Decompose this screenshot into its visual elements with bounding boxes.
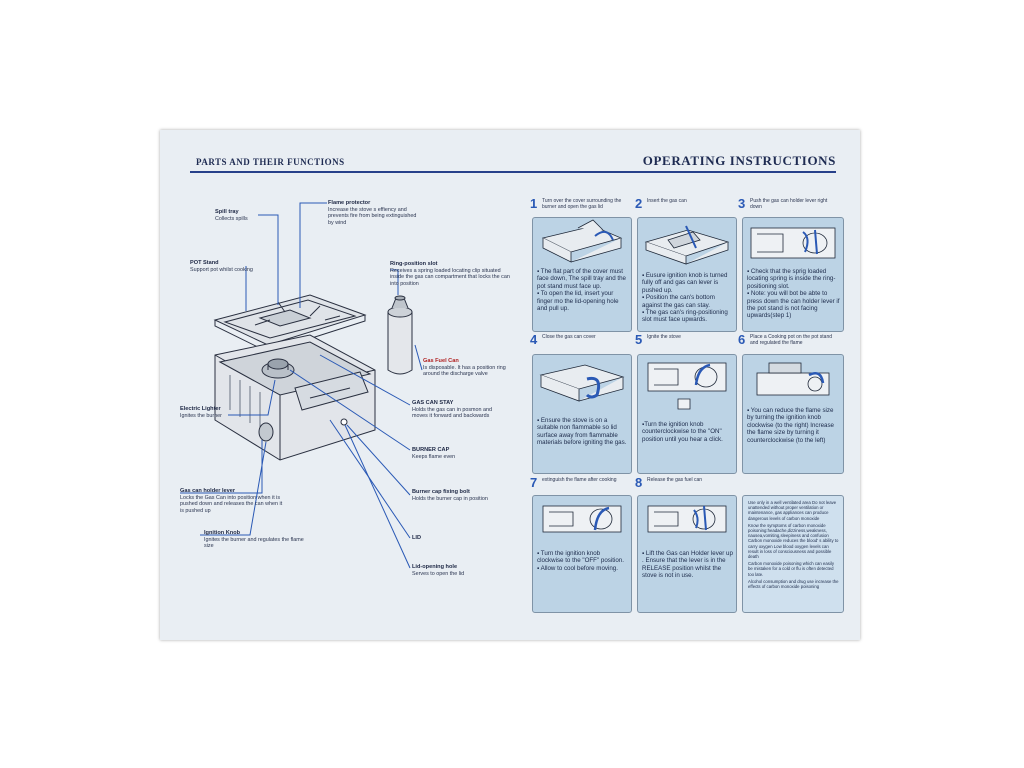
step-2-panel: ▪ Eusure ignition knob is turned fully o…	[637, 217, 737, 332]
step-8-panel: ▪ Lift the Gas can Holder lever up . Ens…	[637, 495, 737, 613]
step-4-panel: ▪ Ensure the stove is on a suitable non …	[532, 354, 632, 474]
step-5-panel: ▪Turn the ignition knob counterclockwise…	[637, 354, 737, 474]
step-8-illustration	[647, 505, 727, 533]
step-6-panel: ▪ You can reduce the flame size by turni…	[742, 354, 844, 474]
step-3-illustration	[750, 227, 836, 259]
part-lid: LID	[412, 535, 422, 541]
step-4-illustration	[539, 364, 625, 402]
parts-header: PARTS AND THEIR FUNCTIONS	[196, 157, 345, 167]
manual-sheet: PARTS AND THEIR FUNCTIONS OPERATING INST…	[160, 130, 860, 640]
step-1-illustration	[541, 219, 623, 263]
step-1-panel: ▪ The flat part of the cover must face d…	[532, 217, 632, 332]
safety-warning-box: Use only in a well ventilated area Do no…	[742, 495, 844, 613]
step-3-panel: ▪ Check that the sprig loaded locating s…	[742, 217, 844, 332]
step-7-illustration	[542, 505, 622, 533]
stove-diagram	[180, 202, 423, 569]
operating-header: OPERATING INSTRUCTIONS	[642, 153, 836, 168]
step-7-panel: ▪ Turn the ignition knob clockwise to th…	[532, 495, 632, 613]
step-6-illustration	[756, 362, 830, 396]
step-5-illustration	[647, 362, 727, 410]
header-rule	[190, 171, 836, 173]
step-2-illustration	[644, 225, 730, 265]
